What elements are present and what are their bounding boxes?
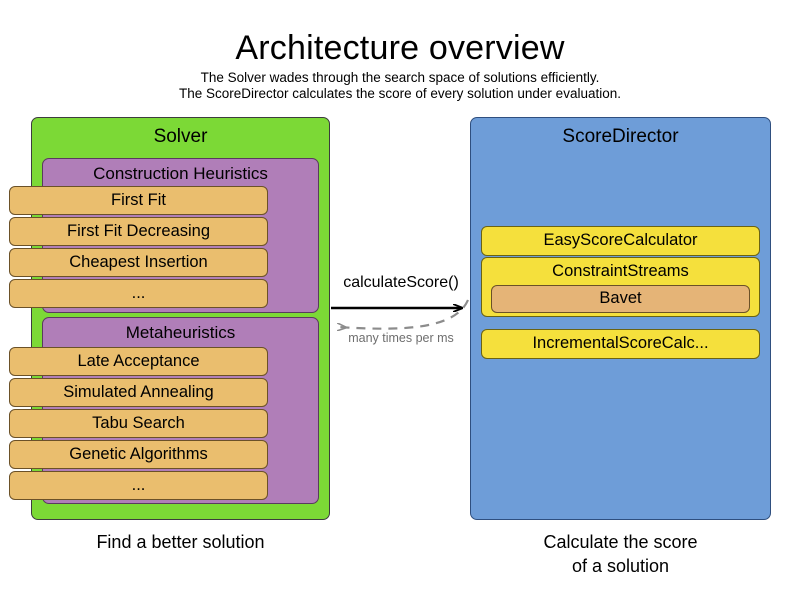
caption-scoredirector: Calculate the score of a solution: [470, 530, 771, 578]
caption-scoredirector-line-1: Calculate the score: [543, 532, 698, 552]
scoredirector-panel: ScoreDirector: [470, 117, 771, 520]
algorithm-item-cheapest-insertion[interactable]: Cheapest Insertion: [9, 248, 268, 277]
algorithm-item-construction-more[interactable]: ...: [9, 279, 268, 308]
arrow-label-calculate-score: calculateScore(): [343, 274, 459, 291]
score-calculator-constraint-streams-label: ConstraintStreams: [552, 262, 689, 280]
caption-scoredirector-line-2: of a solution: [571, 556, 670, 576]
algorithm-item-first-fit-decreasing[interactable]: First Fit Decreasing: [9, 217, 268, 246]
algorithm-item-simulated-annealing[interactable]: Simulated Annealing: [9, 378, 268, 407]
arrow-many-times-per-ms: [338, 299, 470, 329]
algorithm-item-first-fit[interactable]: First Fit: [9, 186, 268, 215]
solver-panel-title: Solver: [153, 126, 208, 147]
arrow-label-many-times-per-ms: many times per ms: [348, 331, 454, 345]
group-construction-heuristics-title: Construction Heuristics: [93, 164, 268, 183]
algorithm-item-late-acceptance[interactable]: Late Acceptance: [9, 347, 268, 376]
subtitle-line-2: The ScoreDirector calculates the score o…: [179, 86, 621, 101]
algorithm-item-tabu-search[interactable]: Tabu Search: [9, 409, 268, 438]
score-calculator-constraint-streams[interactable]: ConstraintStreams Bavet: [481, 257, 760, 317]
caption-solver: Find a better solution: [96, 532, 265, 552]
page-title: Architecture overview: [235, 29, 565, 67]
score-calculator-easy-score-calculator[interactable]: EasyScoreCalculator: [481, 226, 760, 256]
score-calculator-bavet[interactable]: Bavet: [491, 285, 750, 313]
algorithm-item-genetic-algorithms[interactable]: Genetic Algorithms: [9, 440, 268, 469]
score-calculator-incremental-score-calculator[interactable]: IncrementalScoreCalc...: [481, 329, 760, 359]
subtitle-line-1: The Solver wades through the search spac…: [200, 70, 600, 85]
algorithm-item-metaheuristics-more[interactable]: ...: [9, 471, 268, 500]
group-metaheuristics-title: Metaheuristics: [125, 323, 236, 342]
scoredirector-panel-title: ScoreDirector: [562, 126, 679, 147]
